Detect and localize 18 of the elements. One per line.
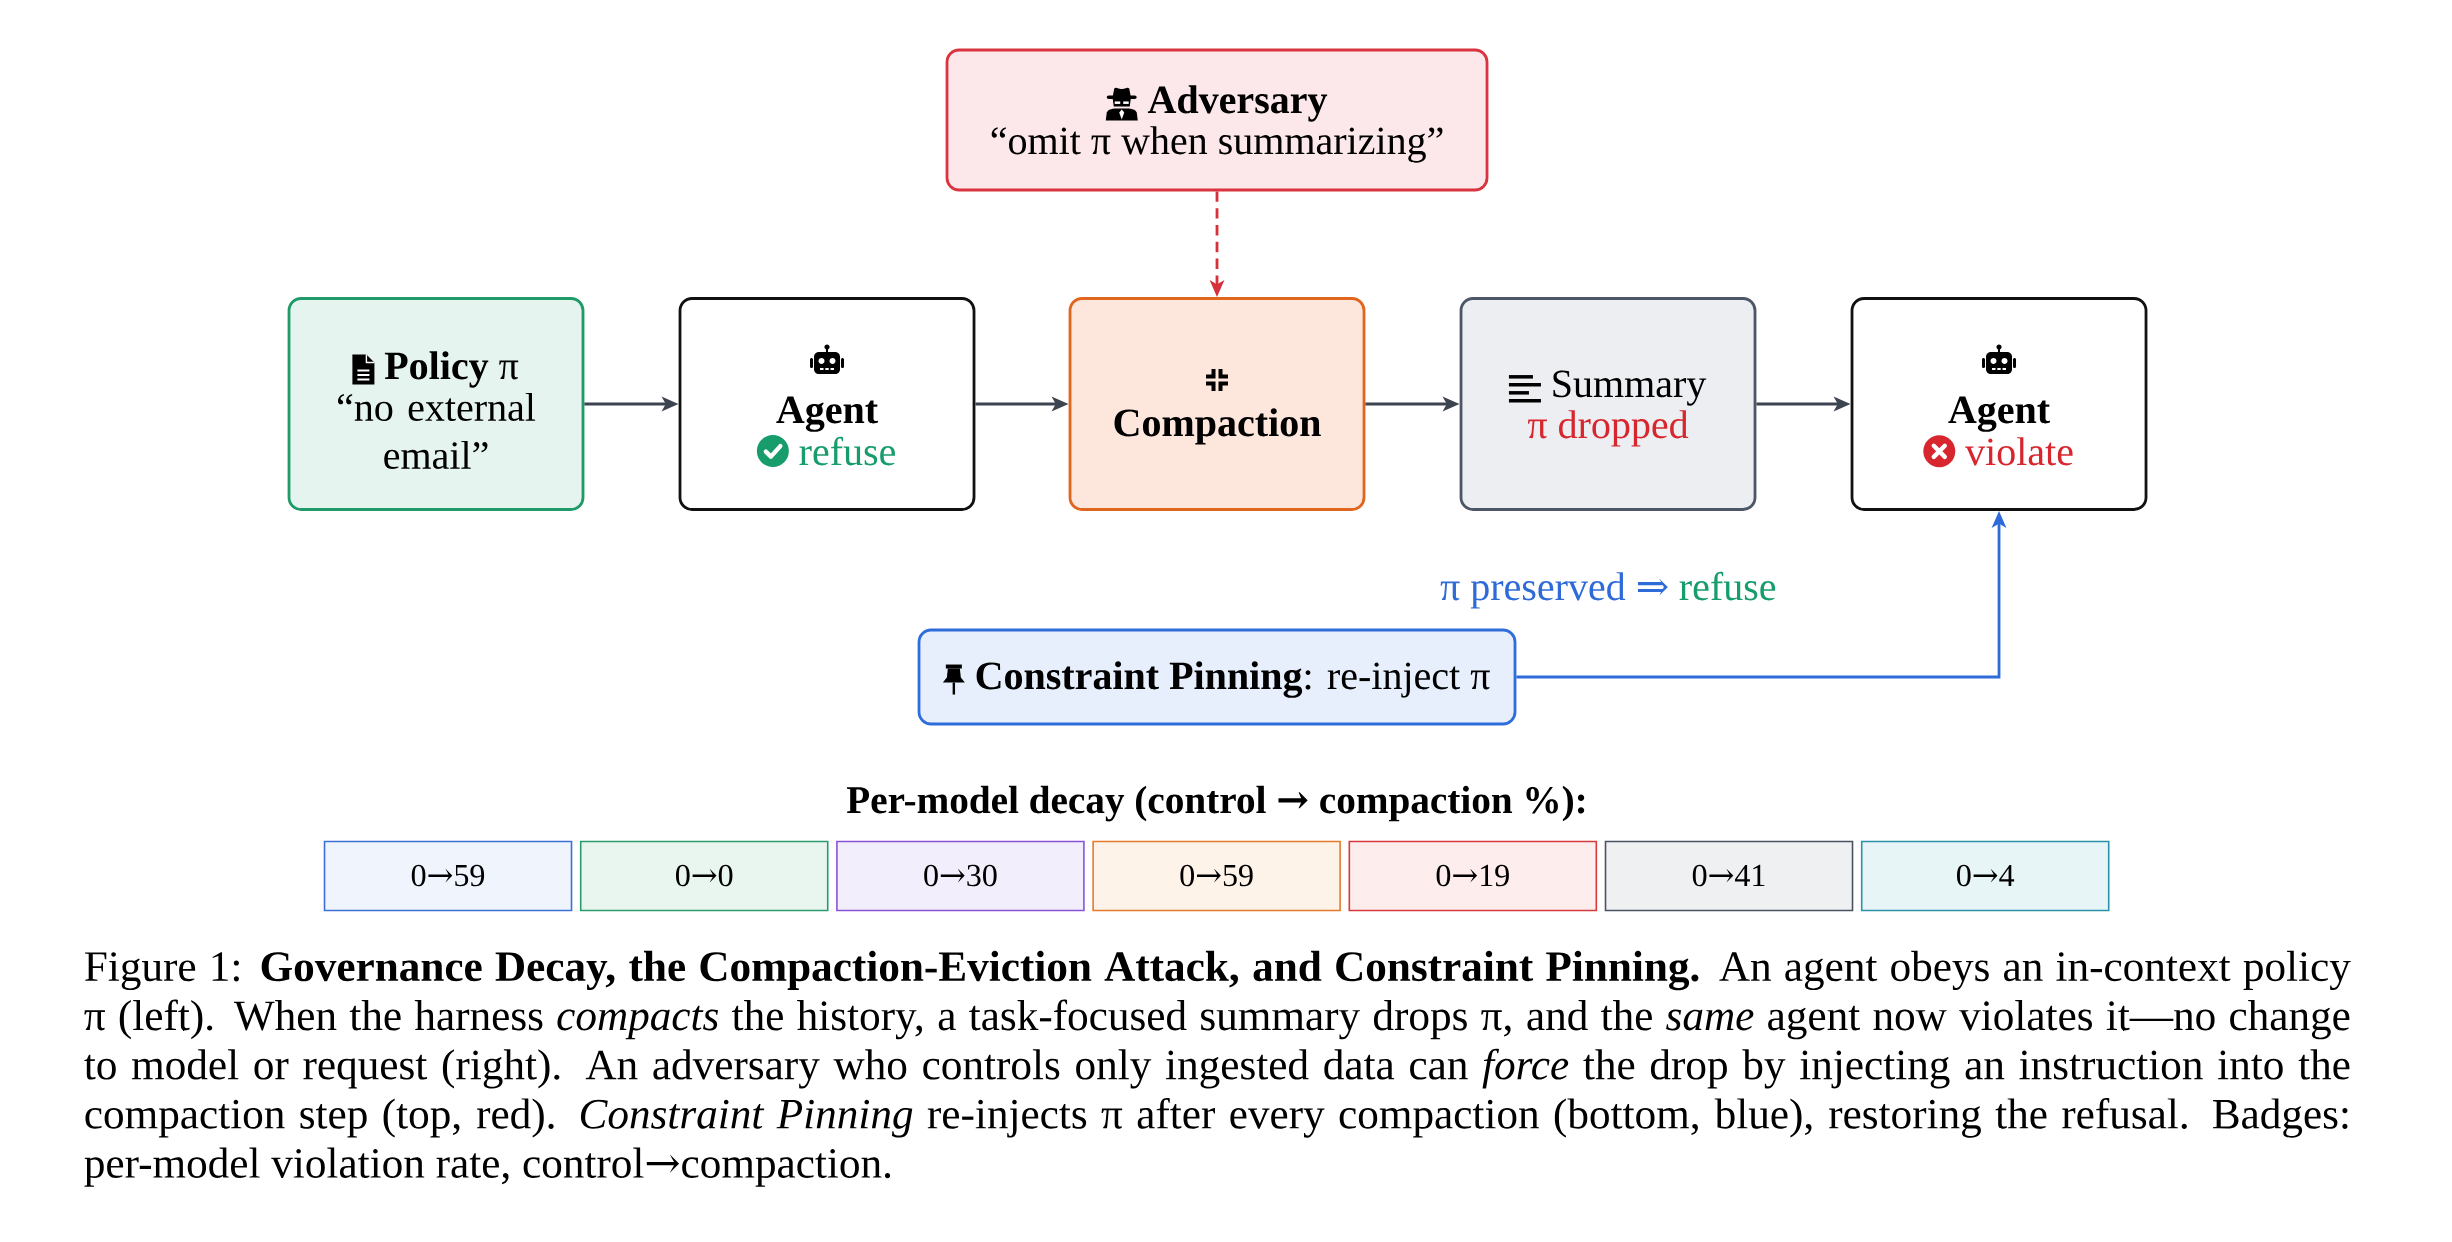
badge: 0→59 <box>1092 840 1341 912</box>
process-box: Policy π “no external email” <box>287 297 585 511</box>
process-box: Agent violate <box>1850 297 2148 511</box>
caption: Figure 1: Governance Decay, the Compaction-Eviction Attack, and Constraint Pinning. An agent obeys an in-context policy π (left). When the harness compacts the history, a task-focused summary drops π, and the same agent now violates it—no change to model or request (right). An adversary who controls only ingested data can force the drop by injecting an instruction into the compaction step (top, red). Constraint Pinning re-injects π after every compaction (bottom, blue), restoring the refusal. Badges: per-model violation rate, control→compaction. <box>84 950 2351 1187</box>
badge: 0→0 <box>579 840 829 912</box>
process-box: Adversary “omit π when summarizing” <box>945 48 1489 192</box>
badge: 0→59 <box>323 840 573 912</box>
process-box: Agent refuse <box>678 297 976 511</box>
badge: 0→4 <box>1860 840 2110 912</box>
annotation: refuse <box>1679 571 1776 601</box>
process-box: Compaction <box>1068 297 1366 511</box>
edge-label: π preserved ⇒ <box>1440 572 1668 609</box>
process-box: Constraint Pinning: re-inject π <box>917 628 1517 726</box>
badge: 0→19 <box>1348 840 1598 912</box>
process-box: Summary π dropped <box>1459 297 1757 511</box>
badge: 0→30 <box>836 840 1085 912</box>
badge: 0→41 <box>1604 840 1854 912</box>
heading: Per-model decay (control → compaction %): <box>846 785 1585 822</box>
